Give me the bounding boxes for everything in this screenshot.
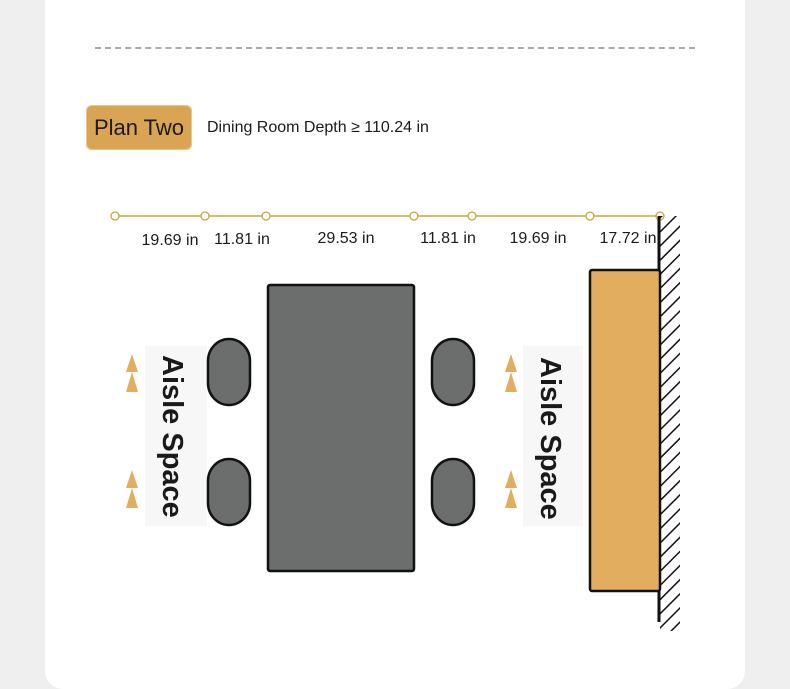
arrow-up-icon: [505, 354, 517, 392]
arrow-up-icon: [505, 470, 517, 508]
dimension-tick: [261, 211, 271, 221]
dimension-line: [110, 211, 665, 221]
arrow-up-icon: [126, 354, 138, 392]
sideboard-cabinet: [588, 268, 662, 593]
aisle-right-background: [523, 346, 583, 526]
dimension-label: 11.81 in: [420, 230, 476, 247]
dimension-tick: [409, 211, 419, 221]
dimension-label: 17.72 in: [600, 230, 657, 247]
dimension-tick: [467, 211, 477, 221]
dimension-label: 19.69 in: [510, 230, 567, 247]
dimension-labels: 19.69 in 11.81 in 29.53 in 11.81 in 19.6…: [142, 230, 657, 249]
aisle-left-background: [145, 346, 207, 526]
dimension-label: 29.53 in: [318, 230, 375, 247]
depth-note: Dining Room Depth ≥ 110.24 in: [207, 119, 429, 136]
dimension-label: 19.69 in: [142, 232, 199, 249]
chair: [206, 337, 252, 407]
plan-badge: Plan Two: [86, 105, 192, 150]
chair: [206, 457, 252, 527]
dimension-tick: [585, 211, 595, 221]
chair: [430, 337, 476, 407]
aisle-right: Aisle Space: [505, 346, 583, 526]
aisle-left-label: Aisle Space: [156, 355, 188, 518]
dimension-tick: [110, 211, 120, 221]
dashed-divider: [95, 47, 695, 49]
dining-table: [266, 283, 416, 573]
wall-hatching: [657, 216, 680, 631]
aisle-right-label: Aisle Space: [534, 357, 566, 520]
arrow-up-icon: [126, 470, 138, 508]
aisle-left: Aisle Space: [126, 346, 207, 526]
dimension-tick: [200, 211, 210, 221]
plan-badge-label: Plan Two: [93, 114, 185, 140]
chair: [430, 457, 476, 527]
dimension-label: 11.81 in: [214, 231, 270, 248]
